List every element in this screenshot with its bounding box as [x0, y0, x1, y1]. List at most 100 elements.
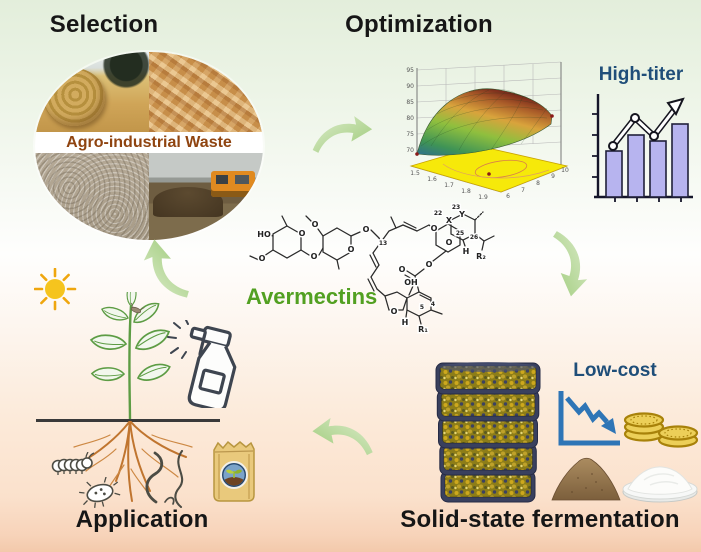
tray-1 — [435, 362, 541, 395]
svg-text:O: O — [311, 252, 318, 261]
svg-text:Y: Y — [458, 210, 465, 219]
svg-text:23: 23 — [452, 204, 460, 211]
selection-title: Selection — [49, 11, 159, 38]
contour-ellipse — [474, 159, 528, 179]
svg-text:8: 8 — [536, 180, 540, 187]
structure-bonds — [249, 211, 495, 325]
svg-text:O: O — [399, 265, 406, 274]
avermectin-structure: HO O O O O O O O O OH O H R₁ O O X Y H R… — [249, 203, 495, 336]
nematode-icons — [145, 450, 184, 508]
turner-machine — [211, 171, 255, 197]
svg-text:1.5: 1.5 — [410, 170, 420, 177]
high-titer-bar-chart — [592, 94, 693, 202]
svg-text:25: 25 — [456, 230, 464, 237]
bar-4 — [671, 123, 689, 198]
svg-text:4: 4 — [431, 301, 435, 308]
tray-3 — [438, 416, 538, 449]
bar-1 — [605, 150, 623, 198]
svg-text:26: 26 — [470, 234, 478, 241]
x-axis-ticks: 1.5 1.6 1.7 1.8 1.9 — [410, 170, 488, 201]
svg-text:H: H — [402, 318, 409, 327]
svg-text:O: O — [348, 245, 355, 254]
svg-text:O: O — [259, 254, 266, 263]
svg-text:O: O — [446, 238, 453, 247]
fermentation-trays — [435, 362, 541, 503]
svg-text:13: 13 — [379, 240, 387, 247]
svg-text:22: 22 — [434, 210, 442, 217]
structure-numbers: 13 22 23 25 26 5 4 — [377, 203, 479, 313]
svg-text:6: 6 — [506, 193, 510, 200]
caterpillar-icon — [51, 452, 95, 475]
svg-text:1.7: 1.7 — [444, 182, 454, 189]
application-title: Application — [75, 506, 209, 533]
cycle-arrow-right-icon — [312, 116, 373, 153]
high-titer-label: High-titer — [598, 64, 684, 85]
cycle-arrow-up-icon — [143, 239, 189, 298]
svg-text:95: 95 — [406, 67, 414, 74]
pellets-photo — [149, 52, 263, 132]
svg-text:OH: OH — [404, 278, 418, 287]
svg-text:90: 90 — [406, 83, 414, 90]
surface-points — [415, 114, 554, 176]
agro-waste-collage: Agro-industrial Waste — [35, 52, 263, 240]
contour-arc — [442, 163, 550, 179]
svg-text:HO: HO — [257, 230, 271, 239]
surface-mesh — [420, 88, 548, 151]
svg-text:5: 5 — [420, 304, 424, 311]
svg-text:O: O — [391, 307, 398, 316]
svg-text:O: O — [426, 260, 433, 269]
cycle-arrow-down-icon — [553, 231, 588, 297]
bacteria-icon — [79, 477, 121, 508]
bar-2 — [627, 134, 645, 198]
z-axis-ticks: 95 90 85 80 75 70 — [406, 67, 414, 154]
tray-5 — [440, 470, 536, 503]
surface-dome — [416, 88, 553, 156]
svg-text:70: 70 — [406, 147, 414, 154]
spray-bottle-icon — [167, 320, 237, 408]
response-surface-plot: 95 90 85 80 75 70 1.5 1.6 1.7 1.8 1.9 6 … — [406, 61, 569, 201]
fermentation-title: Solid-state fermentation — [400, 506, 680, 533]
plant-stem — [128, 305, 133, 422]
cycle-arrow-left-icon — [312, 417, 373, 456]
coins-icon — [623, 412, 699, 448]
svg-text:X: X — [446, 216, 453, 225]
tray-4 — [439, 443, 537, 476]
brown-powder-pile — [551, 457, 621, 501]
bar-3 — [649, 140, 667, 198]
svg-text:O: O — [363, 225, 370, 234]
svg-text:10: 10 — [561, 167, 569, 174]
structure-atoms: HO O O O O O O O O OH O H R₁ O O X Y H R… — [256, 209, 488, 336]
spray-bottle-body — [187, 325, 237, 408]
svg-text:O: O — [312, 220, 319, 229]
svg-text:7: 7 — [521, 187, 525, 194]
fertilizer-bag-icon — [213, 440, 255, 502]
svg-text:O: O — [299, 229, 306, 238]
plant-drawing — [88, 292, 173, 422]
agro-waste-banner: Agro-industrial Waste — [35, 132, 263, 153]
insect-icon — [130, 302, 145, 314]
svg-text:H: H — [463, 247, 470, 256]
cost-decline-chart-icon — [558, 391, 620, 446]
svg-text:75: 75 — [406, 131, 414, 138]
svg-text:9: 9 — [551, 173, 555, 180]
agro-waste-banner-label: Agro-industrial Waste — [66, 133, 232, 151]
powder-photo — [35, 153, 149, 240]
compost-site-photo — [149, 153, 263, 240]
svg-text:1.8: 1.8 — [461, 188, 471, 195]
bars — [605, 123, 689, 198]
svg-text:85: 85 — [406, 99, 414, 106]
spray-lines — [167, 320, 189, 359]
hay-bale — [43, 68, 105, 126]
tray-2 — [436, 389, 540, 422]
trend-arrow — [608, 97, 685, 151]
svg-text:R₂: R₂ — [476, 252, 486, 261]
low-cost-label: Low-cost — [573, 360, 657, 381]
optimization-title: Optimization — [345, 11, 493, 38]
svg-text:80: 80 — [406, 115, 414, 122]
svg-text:R₁: R₁ — [418, 325, 428, 334]
svg-text:O: O — [431, 224, 438, 233]
y-axis-ticks: 6 7 8 9 10 — [506, 167, 569, 200]
white-powder-dish — [622, 466, 698, 503]
sun-icon — [34, 268, 77, 311]
